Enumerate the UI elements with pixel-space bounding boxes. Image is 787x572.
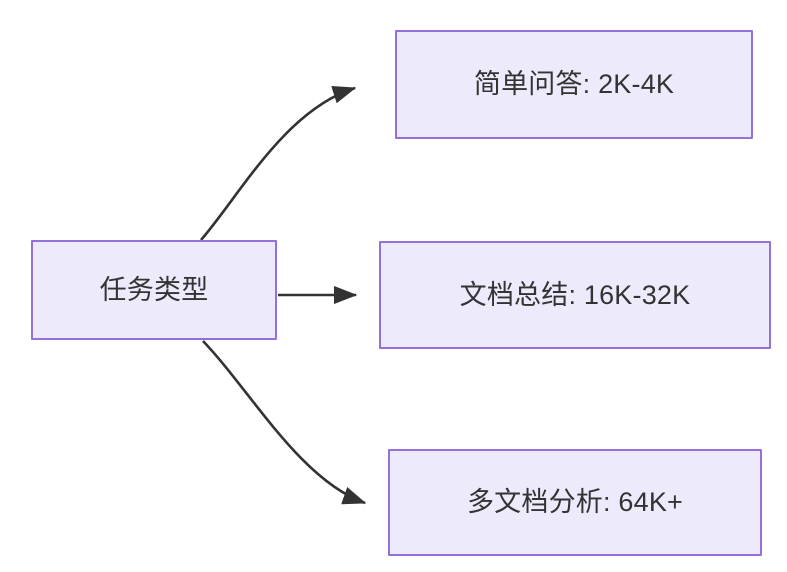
node-multi-doc[interactable]: 多文档分析: 64K+ — [388, 449, 762, 556]
node-multi-doc-label: 多文档分析: 64K+ — [466, 487, 683, 518]
node-task-type[interactable]: 任务类型 — [31, 240, 277, 340]
node-doc-summary-label: 文档总结: 16K-32K — [459, 279, 691, 310]
edge-root-to-simple-qa — [200, 85, 357, 241]
node-simple-qa[interactable]: 简单问答: 2K-4K — [395, 30, 753, 139]
node-simple-qa-label: 简单问答: 2K-4K — [473, 69, 675, 100]
node-doc-summary[interactable]: 文档总结: 16K-32K — [379, 241, 771, 349]
node-task-type-label: 任务类型 — [99, 274, 209, 305]
edge-root-to-multi-doc — [202, 340, 367, 505]
